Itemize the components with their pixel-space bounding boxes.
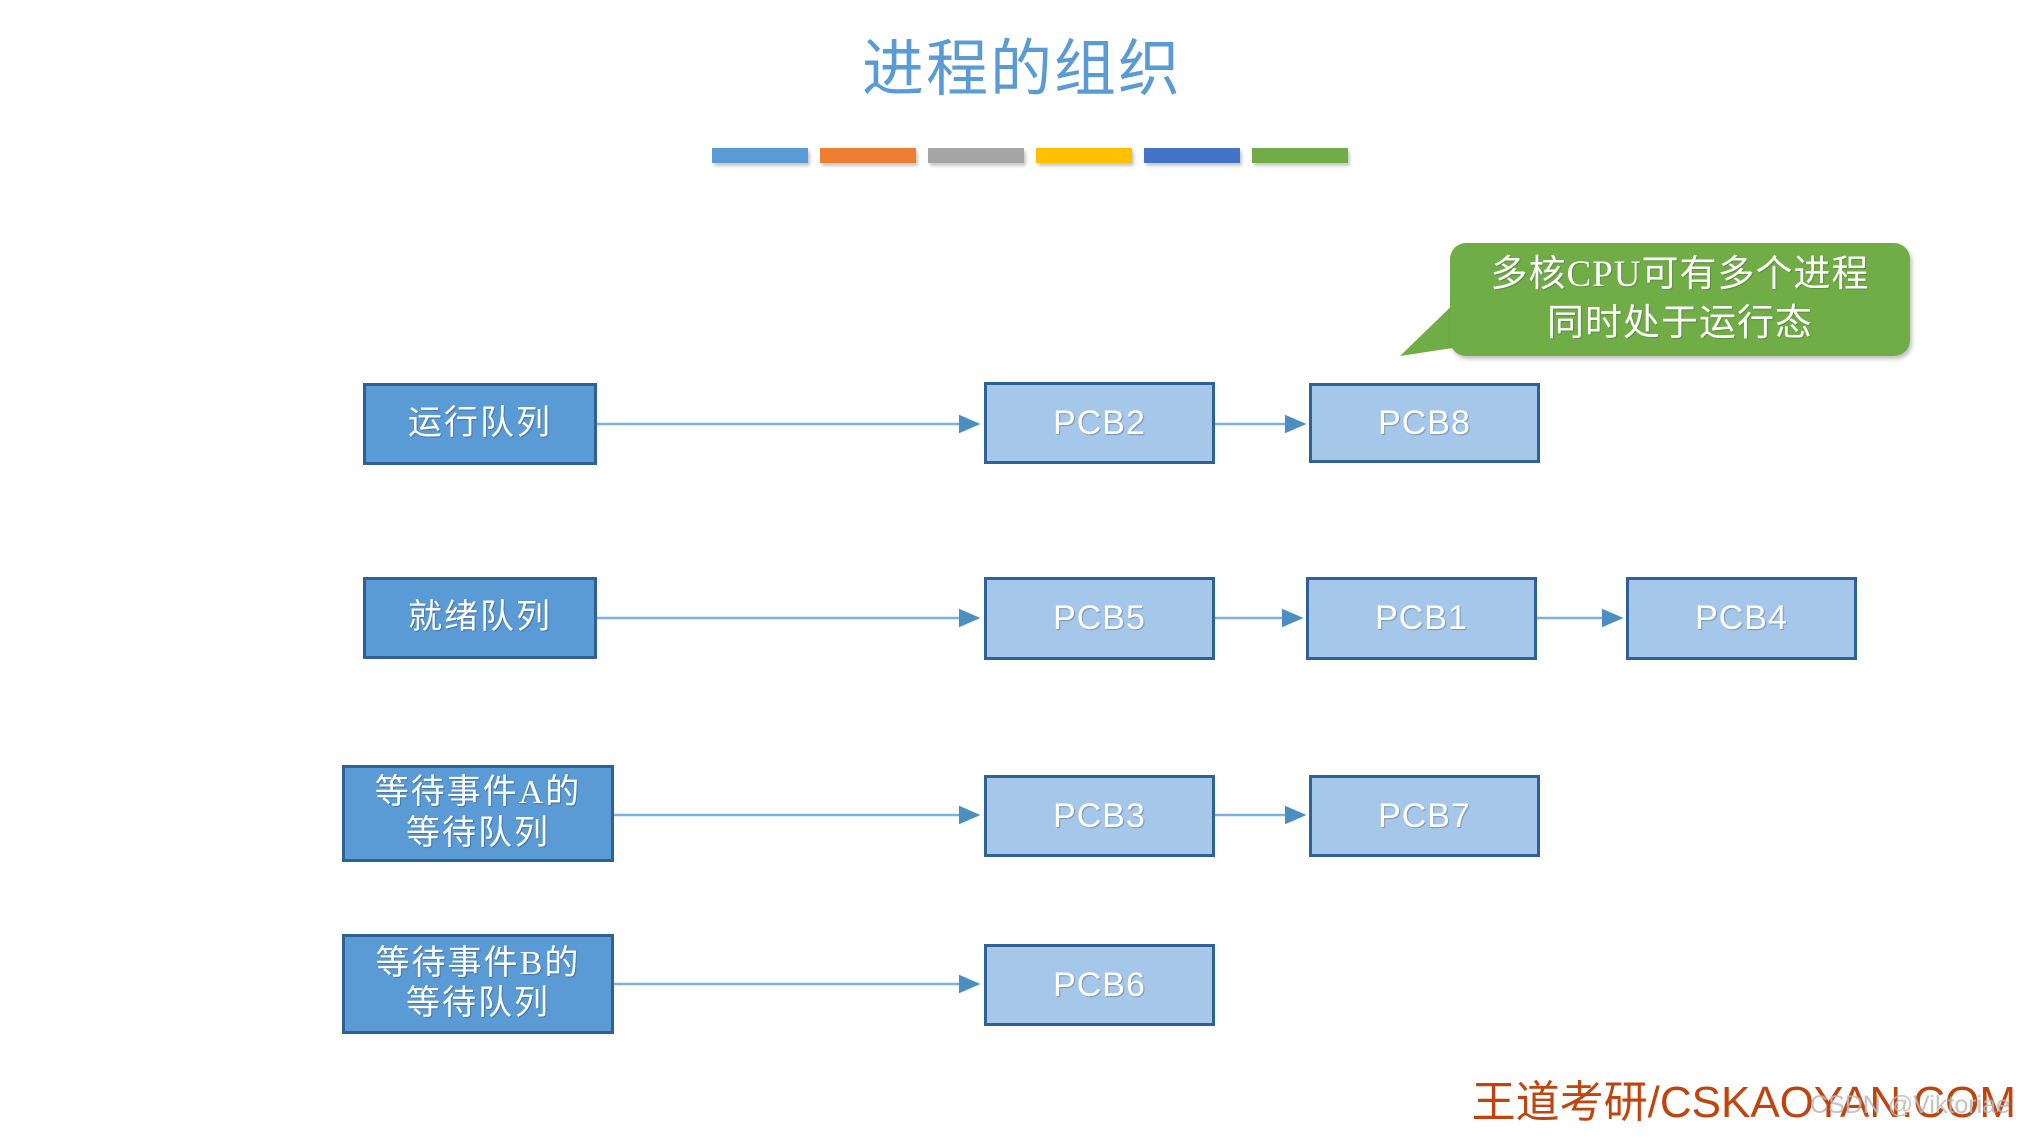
pcb-node-pcb6[interactable]: PCB6 [984,944,1215,1026]
brand-footer: 王道考研/CSKAOYAN.COM [1471,1078,2016,1127]
queue-label-wait-event-b-line2: 等待队列 [406,985,550,1022]
callout-line-1: 多核CPU可有多个进程 [1490,253,1870,295]
pcb-node-pcb1[interactable]: PCB1 [1306,577,1537,660]
queue-label-wait-event-b[interactable]: 等待事件B的 等待队列 [342,934,614,1034]
callout-tail [1400,292,1466,356]
pcb-node-pcb2[interactable]: PCB2 [984,382,1215,464]
queue-label-running[interactable]: 运行队列 [363,383,597,465]
page-title: 进程的组织 [861,36,1182,104]
queue-label-wait-event-a-line2: 等待队列 [406,814,550,852]
pcb-node-pcb3[interactable]: PCB3 [984,775,1215,857]
queue-label-wait-event-a-line1: 等待事件A的 [374,774,582,812]
bar-orange [820,148,916,163]
queue-label-wait-event-a[interactable]: 等待事件A的 等待队列 [342,765,614,862]
pcb-node-pcb7[interactable]: PCB7 [1309,775,1540,857]
callout-line-2: 同时处于运行态 [1547,302,1813,344]
bar-gray [928,148,1024,163]
callout-multicore-note: 多核CPU可有多个进程 同时处于运行态 [1450,243,1910,356]
pcb-node-pcb4[interactable]: PCB4 [1626,577,1857,660]
queue-label-ready[interactable]: 就绪队列 [363,577,597,659]
pcb-node-pcb8[interactable]: PCB8 [1309,383,1540,463]
bar-darkblue [1144,148,1240,163]
csdn-watermark: CSDN @Viktoriae [1810,1091,2010,1119]
bar-green [1252,148,1348,163]
bar-blue [712,148,808,163]
bar-yellow [1036,148,1132,163]
queue-label-wait-event-b-line1: 等待事件B的 [375,944,581,982]
decorative-color-bars [712,148,1348,163]
pcb-node-pcb5[interactable]: PCB5 [984,577,1215,660]
